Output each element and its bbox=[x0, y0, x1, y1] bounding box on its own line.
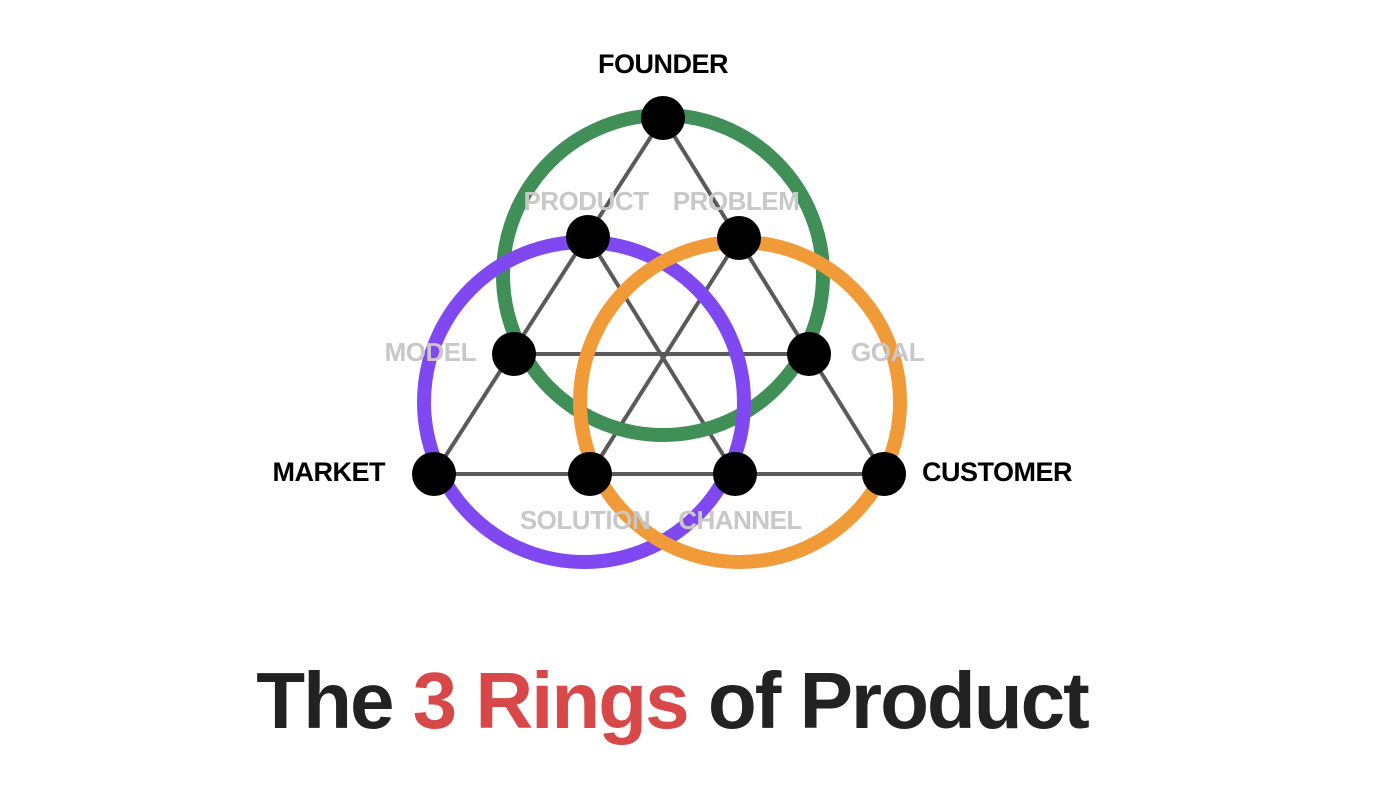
node-channel bbox=[713, 452, 757, 496]
label-goal: GOAL bbox=[851, 337, 925, 367]
label-model: MODEL bbox=[385, 337, 477, 367]
node-product bbox=[566, 215, 610, 259]
node-founder bbox=[641, 96, 685, 140]
node-problem bbox=[717, 216, 761, 260]
node-model bbox=[492, 332, 536, 376]
node-market bbox=[412, 452, 456, 496]
label-problem: PROBLEM bbox=[673, 186, 800, 216]
headline-part1: The bbox=[256, 656, 413, 745]
founder-ring bbox=[496, 108, 830, 442]
node-solution bbox=[568, 452, 612, 496]
node-goal bbox=[787, 332, 831, 376]
label-solution: SOLUTION bbox=[520, 505, 650, 535]
edge-founder-market bbox=[432, 116, 665, 476]
headline-highlight: 3 Rings bbox=[412, 656, 690, 745]
label-product: PRODUCT bbox=[523, 186, 649, 216]
rings bbox=[417, 108, 907, 569]
edge-founder-customer bbox=[661, 116, 886, 476]
headline: The 3 Rings of Product bbox=[0, 655, 1344, 747]
headline-part2: of Product bbox=[687, 656, 1090, 745]
triangle-lines bbox=[432, 116, 886, 476]
node-customer bbox=[862, 452, 906, 496]
label-channel: CHANNEL bbox=[678, 505, 802, 535]
nodes bbox=[412, 96, 906, 496]
label-founder: FOUNDER bbox=[598, 49, 728, 79]
label-customer: CUSTOMER bbox=[922, 457, 1072, 487]
label-market: MARKET bbox=[273, 457, 386, 487]
